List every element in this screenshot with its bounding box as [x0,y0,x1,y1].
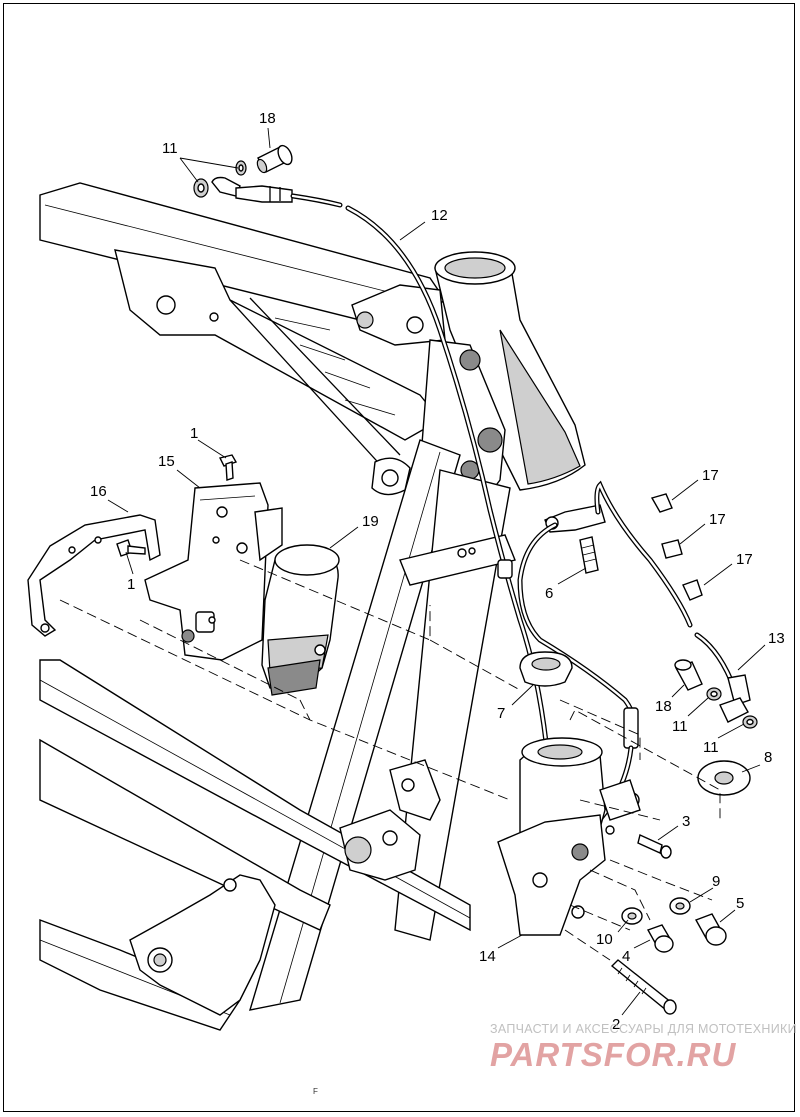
diagram-frame [3,3,795,1112]
bolt-3 [637,834,672,859]
screw-6 [579,536,599,574]
assembly-dash-lines [59,559,721,961]
callout-7: 7 [497,705,505,722]
callout-17-c: 17 [736,551,753,568]
long-bolt-2 [610,959,677,1015]
frame-lower-cradle [39,659,471,1031]
bracket-16 [27,514,161,637]
hose-clip-17b [661,539,683,559]
callout-18-lower: 18 [655,698,672,715]
callout-5: 5 [736,895,744,912]
washer-8 [697,760,751,796]
callout-11-lower-b: 11 [703,739,719,756]
screw-1-upper [218,454,238,481]
bolt-4 [646,924,674,953]
banjo-bolt-upper [256,144,293,174]
leader-lines [107,127,766,1016]
frame-backbone [39,182,446,471]
hose-clip-17a [650,493,673,513]
callout-1-upper: 1 [190,425,198,442]
banjo-bolt-lower [674,659,703,691]
callout-18-upper: 18 [259,110,276,127]
callout-8: 8 [764,749,772,766]
callout-2: 2 [612,1016,620,1033]
banjo-fitting-lower [719,697,749,723]
callout-6: 6 [545,585,553,602]
frame-steering-head [351,251,586,521]
callout-15: 15 [158,453,175,470]
sealing-washer-upper-b [193,178,209,198]
callout-17-a: 17 [702,467,719,484]
bolt-5 [694,913,727,946]
hose-clamp-7 [519,651,573,687]
callout-3: 3 [682,813,690,830]
watermark-logo: PARTSFOR.RU [490,1036,737,1073]
callout-19: 19 [362,513,379,530]
hose-clip-17c [682,579,703,601]
motor-19 [261,544,340,696]
sealing-washer-lower-b [742,715,758,729]
washer-9 [669,897,691,915]
callout-13: 13 [768,630,785,647]
callout-16: 16 [90,483,107,500]
abs-module-14 [497,737,641,936]
callout-9: 9 [712,873,720,890]
callout-1-lower: 1 [127,576,135,593]
callout-14: 14 [479,948,496,965]
callout-11-upper: 11 [162,140,178,157]
callout-labels: 18 11 12 1 15 16 1 19 17 17 17 6 13 18 1… [90,110,785,1033]
callout-17-b: 17 [709,511,726,528]
frame-down-tube [248,439,516,1011]
footer-mark: F [313,1087,318,1096]
callout-11-lower-a: 11 [672,718,688,735]
callout-12: 12 [431,207,448,224]
callout-10: 10 [596,931,613,948]
watermark-tagline: ЗАПЧАСТИ И АКСЕССУАРЫ ДЛЯ МОТОТЕХНИКИ [490,1022,797,1036]
callout-4: 4 [622,948,630,965]
sealing-washer-lower-a [706,687,722,701]
bracket-15 [144,482,283,661]
screw-1-lower [116,539,146,557]
washer-10 [621,907,643,925]
